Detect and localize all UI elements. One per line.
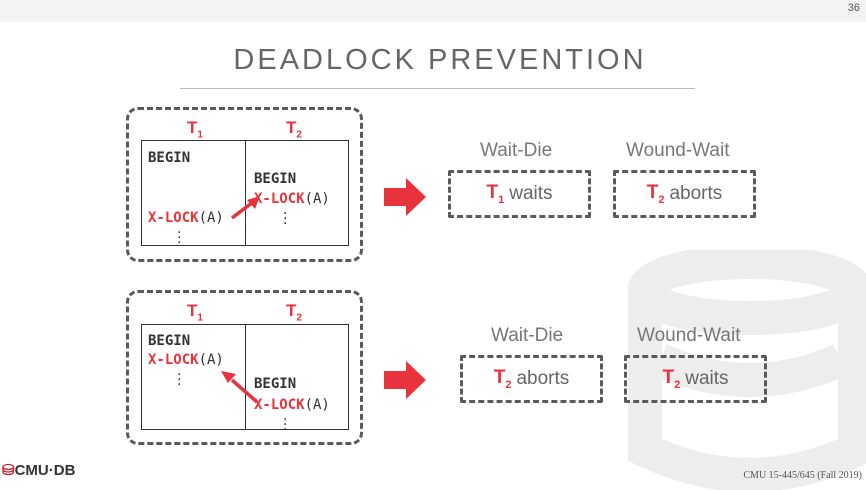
s2-t1-xlock: X-LOCK(A) [148, 352, 224, 368]
top-bar [0, 0, 866, 22]
slide-number: 36 [847, 2, 860, 14]
s2-wait-die-label: Wait-Die [491, 325, 564, 346]
course-label: CMU 15-445/645 (Fall 2019) [743, 470, 862, 481]
s1-wait-die-label: Wait-Die [480, 140, 553, 161]
schedule-divider [245, 141, 246, 245]
cmu-db-logo: ⛁CMU·DB [2, 462, 76, 479]
database-logo-icon: ⛁ [2, 462, 15, 479]
s1-t2-ellipsis: ··· [283, 206, 288, 232]
scenario-1-right-arrow-icon [384, 178, 426, 216]
scenario-2-t1-header: T1 [187, 301, 203, 324]
slide-title: DEADLOCK PREVENTION [233, 44, 647, 76]
schedule-divider [245, 325, 246, 429]
scenario-1-t2-header: T2 [286, 118, 302, 141]
database-watermark-icon [628, 250, 866, 490]
s1-t2-begin: BEGIN [254, 171, 297, 187]
s2-t2-begin: BEGIN [254, 376, 297, 392]
scenario-1-schedule [141, 140, 349, 246]
title-divider [180, 88, 695, 89]
s1-t1-xlock: X-LOCK(A) [148, 210, 224, 226]
scenario-2-right-arrow-icon [384, 361, 426, 399]
s1-wound-wait-label: Wound-Wait [626, 140, 730, 161]
s2-t1-begin: BEGIN [148, 333, 191, 349]
s1-t1-begin: BEGIN [148, 150, 191, 166]
scenario-2-frame [126, 290, 363, 445]
scenario-2-t2-header: T2 [286, 301, 302, 324]
scenario-1-frame [126, 107, 363, 262]
s1-t1-ellipsis: ··· [177, 225, 182, 251]
scenario-2-schedule [141, 324, 349, 430]
s2-t2-xlock: X-LOCK(A) [254, 397, 330, 413]
s2-wait-arrow-icon [221, 371, 259, 404]
s1-t2-xlock: X-LOCK(A) [254, 191, 330, 207]
scenario-1-t1-header: T1 [187, 118, 203, 141]
s2-t2-ellipsis: ··· [283, 412, 288, 438]
s2-t1-ellipsis: ··· [177, 367, 182, 393]
s1-wait-arrow-icon [230, 196, 260, 220]
s2-wound-wait-label: Wound-Wait [637, 325, 741, 346]
